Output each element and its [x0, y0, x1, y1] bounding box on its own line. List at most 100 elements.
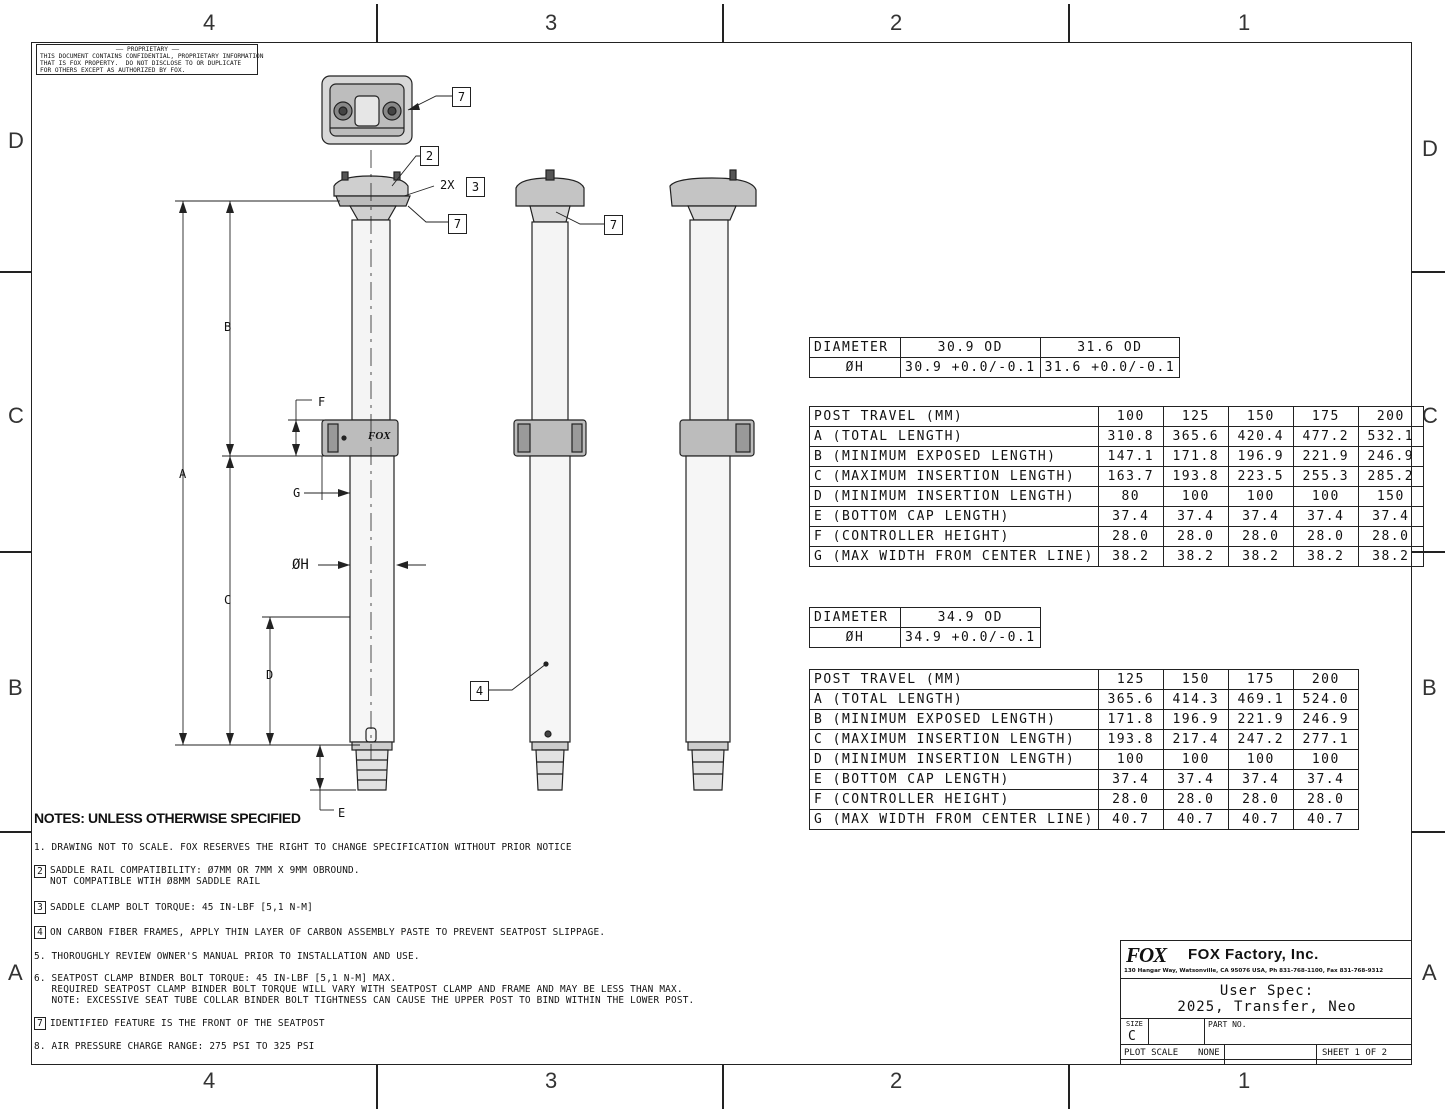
table-cell: 31.6 OD	[1039, 337, 1181, 358]
table-row: ØH 34.9 +0.0/-0.1	[809, 627, 1041, 648]
note-3-number: 3	[34, 901, 46, 914]
notes-title: NOTES: UNLESS OTHERWISE SPECIFIED	[34, 810, 301, 826]
table-header-cell: POST TRAVEL (MM)	[809, 406, 1099, 427]
table-cell: G (MAX WIDTH FROM CENTER LINE)	[809, 546, 1099, 567]
table-cell: 37.4	[1292, 769, 1359, 790]
proprietary-line: THIS DOCUMENT CONTAINS CONFIDENTIAL, PRO…	[40, 53, 264, 60]
table-cell: 80	[1097, 486, 1164, 507]
table-cell: 30.9 +0.0/-0.1	[900, 357, 1041, 378]
table-cell: 524.0	[1292, 689, 1359, 710]
title-block-divider	[1224, 1044, 1225, 1065]
title-block-divider	[1120, 1018, 1412, 1019]
table-cell: 193.8	[1097, 729, 1164, 750]
zone-bottom-2: 2	[890, 1068, 903, 1093]
table-cell: 171.8	[1162, 446, 1229, 467]
proprietary-notice: —— PROPRIETARY ——THIS DOCUMENT CONTAINS …	[40, 46, 264, 74]
table-cell: 37.4	[1162, 769, 1229, 790]
table-cell: 28.0	[1292, 526, 1359, 547]
table-cell: 40.7	[1292, 809, 1359, 830]
dim-label-D: D	[266, 668, 274, 682]
drawing-title-line-2: 2025, Transfer, Neo	[1177, 999, 1357, 1015]
title-block-divider	[1316, 1044, 1317, 1065]
table-cell: 247.2	[1227, 729, 1294, 750]
zone-bottom-1: 1	[1238, 1068, 1251, 1093]
table-cell: 38.2	[1227, 546, 1294, 567]
table-cell: 193.8	[1162, 466, 1229, 487]
table-cell: 40.7	[1162, 809, 1229, 830]
table-cell: 37.4	[1292, 506, 1359, 527]
table-cell: 221.9	[1292, 446, 1359, 467]
table-cell: D (MINIMUM INSERTION LENGTH)	[809, 486, 1099, 507]
table-cell: 28.0	[1097, 526, 1164, 547]
title-block-divider	[1120, 978, 1412, 979]
seatpost-side-view	[669, 169, 757, 791]
zone-tick	[1412, 831, 1445, 833]
plot-scale-value: NONE	[1198, 1048, 1220, 1058]
zone-top-2: 2	[890, 10, 903, 35]
note-2-text: SADDLE RAIL COMPATIBILITY: Ø7MM OR 7MM X…	[50, 865, 360, 887]
table-cell: 246.9	[1357, 446, 1424, 467]
dim-label-G: G	[293, 486, 301, 500]
spec-table-1: POST TRAVEL (MM) 100 125 150 175 200 A (…	[809, 406, 1424, 567]
proprietary-title: —— PROPRIETARY ——	[115, 46, 180, 53]
zone-tick	[722, 4, 724, 42]
note-4-number: 4	[34, 926, 46, 939]
note-7-number: 7	[34, 1017, 46, 1030]
dim-label-H: ØH	[292, 557, 309, 573]
table-cell: 171.8	[1097, 709, 1164, 730]
table-cell: A (TOTAL LENGTH)	[809, 426, 1099, 447]
note-2: 2 SADDLE RAIL COMPATIBILITY: Ø7MM OR 7MM …	[34, 865, 360, 887]
table-cell: 28.0	[1227, 526, 1294, 547]
size-label: SIZE	[1126, 1020, 1143, 1028]
table-cell: 100	[1292, 486, 1359, 507]
note-8: 8. AIR PRESSURE CHARGE RANGE: 275 PSI TO…	[34, 1041, 315, 1052]
table-cell: 150	[1357, 486, 1424, 507]
callout-7-top: 7	[452, 87, 471, 107]
company-address: 130 Hangar Way, Watsonville, CA 95076 US…	[1124, 968, 1384, 974]
table-cell: 223.5	[1227, 466, 1294, 487]
zone-left-C: C	[8, 403, 24, 428]
table-cell: 38.2	[1097, 546, 1164, 567]
table-cell: 100	[1097, 749, 1164, 770]
zone-top-1: 1	[1238, 10, 1251, 35]
table-row: DIAMETER 34.9 OD	[809, 607, 1041, 628]
table-cell: C (MAXIMUM INSERTION LENGTH)	[809, 466, 1099, 487]
zone-left-D: D	[8, 128, 24, 153]
dim-label-E: E	[338, 806, 346, 820]
table-cell: 28.0	[1162, 789, 1229, 810]
table-cell: 285.2	[1357, 466, 1424, 487]
table-cell: 420.4	[1227, 426, 1294, 447]
table-cell: 196.9	[1227, 446, 1294, 467]
zone-right-A: A	[1422, 960, 1437, 985]
callout-7-mid: 7	[604, 215, 623, 235]
table-row: DIAMETER 30.9 OD 31.6 OD	[809, 337, 1181, 358]
zone-bottom-4: 4	[203, 1068, 216, 1093]
proprietary-line: FOR OTHERS EXCEPT AS AUTHORIZED BY FOX.	[40, 67, 186, 74]
seatpost-front-view	[513, 169, 587, 791]
table-cell: 37.4	[1357, 506, 1424, 527]
table-cell: ØH	[809, 357, 901, 378]
table-cell: 196.9	[1162, 709, 1229, 730]
note-2-number: 2	[34, 865, 46, 878]
table-cell: 38.2	[1357, 546, 1424, 567]
table-cell: 365.6	[1162, 426, 1229, 447]
dim-label-B: B	[224, 320, 232, 334]
zone-tick	[1068, 4, 1070, 42]
title-block-divider	[1148, 1018, 1149, 1044]
table-header-cell: 125	[1162, 406, 1229, 427]
proprietary-line: THAT IS FOX PROPERTY. DO NOT DISCLOSE TO…	[40, 60, 242, 67]
diameter-table-1: DIAMETER 30.9 OD 31.6 OD ØH 30.9 +0.0/-0…	[809, 337, 1181, 378]
dim-label-C: C	[224, 593, 232, 607]
dim-label-A: A	[179, 467, 187, 481]
drawing-title-line-1: User Spec:	[1219, 983, 1315, 999]
callout-7-left: 7	[448, 214, 467, 234]
note-3-text: SADDLE CLAMP BOLT TORQUE: 45 IN-LBF [5,1…	[50, 902, 313, 913]
